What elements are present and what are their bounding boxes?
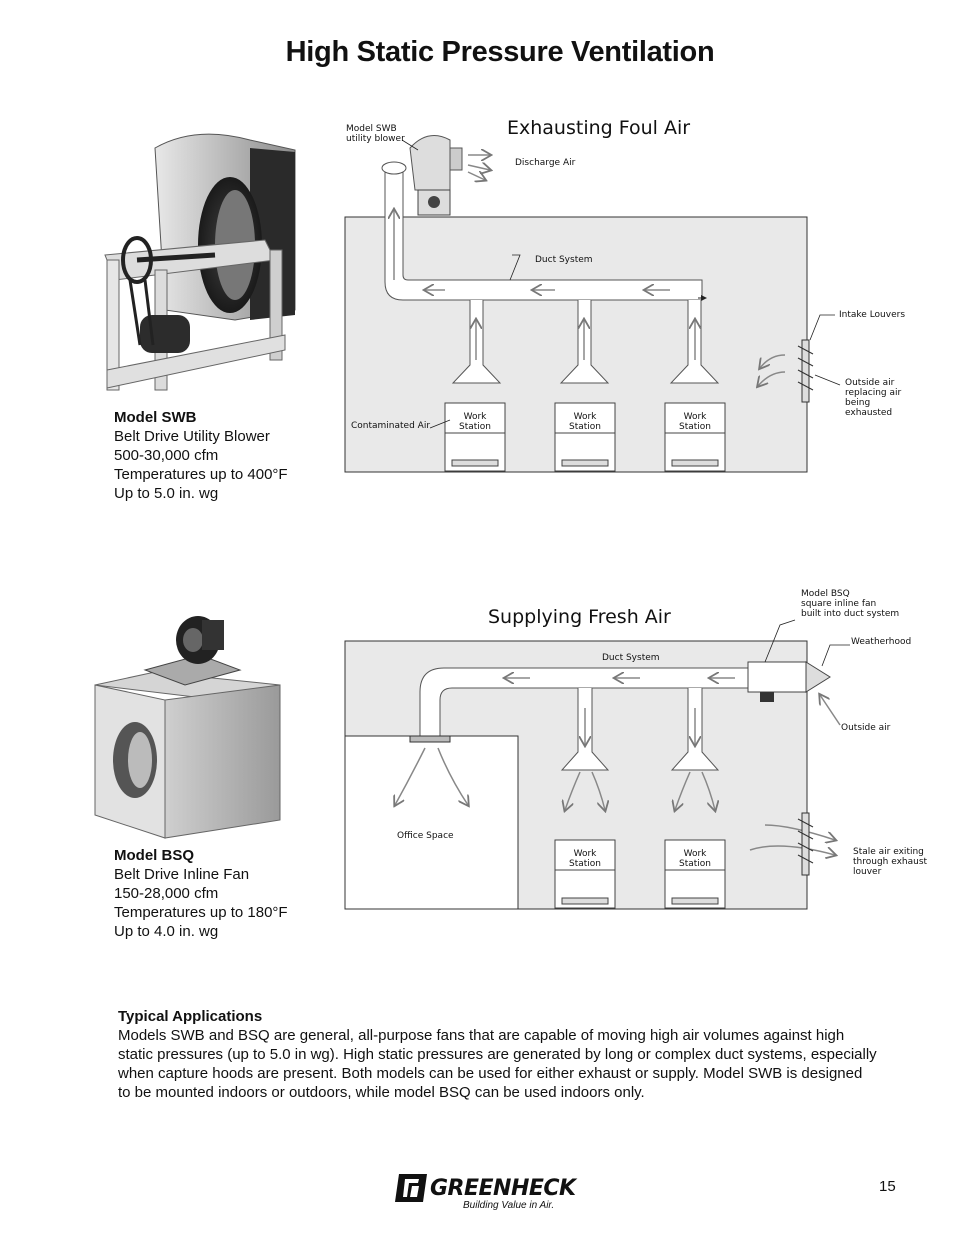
bsq-spec-line: Up to 4.0 in. wg: [114, 923, 219, 940]
swb-spec-line: Up to 5.0 in. wg: [114, 485, 219, 502]
swb-name: Model SWB: [114, 409, 197, 426]
exhaust-title: Exhausting Foul Air: [507, 117, 691, 139]
page-number: 15: [879, 1178, 896, 1195]
intake-label: Intake Louvers: [839, 310, 906, 320]
applications-heading: Typical Applications: [118, 1008, 263, 1025]
contaminated-label: Contaminated Air: [351, 421, 431, 431]
swb-spec-line: Belt Drive Utility Blower: [114, 428, 270, 445]
duct-label: Duct System: [535, 255, 593, 265]
bsq-fan-image: [94, 616, 281, 839]
typical-applications: Typical Applications Models SWB and BSQ …: [118, 1007, 878, 1102]
applications-body: Models SWB and BSQ are general, all-purp…: [118, 1027, 877, 1101]
greenheck-logo-icon: [395, 1174, 427, 1202]
page-title: High Static Pressure Ventilation: [285, 36, 715, 68]
supply-title: Supplying Fresh Air: [488, 606, 671, 628]
supply-diagram: [344, 619, 850, 910]
exhaust-diagram: [344, 135, 841, 473]
bsq-spec-line: 150-28,000 cfm: [114, 885, 219, 902]
brand-tagline: Building Value in Air.: [463, 1200, 555, 1211]
bsq-spec-line: Temperatures up to 180°F: [114, 904, 288, 921]
bsq-specs: Model BSQ Belt Drive Inline Fan 150-28,0…: [114, 846, 334, 941]
outside-air-label: Outside air: [841, 723, 891, 733]
weatherhood-label: Weatherhood: [851, 637, 912, 647]
swb-specs: Model SWB Belt Drive Utility Blower 500-…: [114, 408, 334, 503]
swb-spec-line: Temperatures up to 400°F: [114, 466, 288, 483]
office-space-label: Office Space: [397, 831, 454, 841]
swb-blower-image: [104, 133, 296, 391]
bsq-spec-line: Belt Drive Inline Fan: [114, 866, 250, 883]
supply-duct-label: Duct System: [602, 653, 660, 663]
swb-spec-line: 500-30,000 cfm: [114, 447, 219, 464]
bsq-name: Model BSQ: [114, 847, 195, 864]
discharge-label: Discharge Air: [515, 158, 576, 168]
greenheck-brand: GREENHECK: [430, 1176, 576, 1201]
